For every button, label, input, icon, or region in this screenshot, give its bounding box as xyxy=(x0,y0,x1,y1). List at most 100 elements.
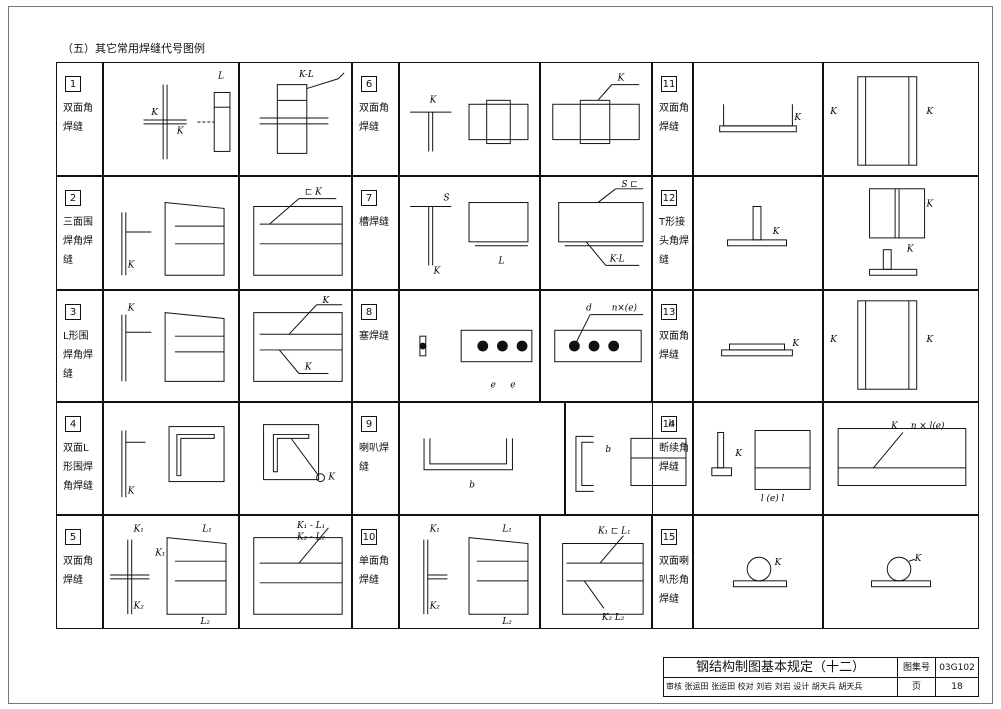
section-view: K xyxy=(399,62,540,176)
signature-row: 审核 张运田 张运田 校对 刘岩 刘岩 设计 胡天兵 胡天兵 xyxy=(664,678,898,696)
item-number: 6 xyxy=(361,76,377,92)
drawing-title: 钢结构制图基本规定（十二） xyxy=(664,658,898,678)
annotation-k: K xyxy=(829,335,838,345)
annotation-k: K xyxy=(433,266,442,276)
annotation-k: K xyxy=(327,473,336,483)
item-number: 10 xyxy=(361,529,377,545)
annotation-k: K xyxy=(127,260,136,270)
label-cell: 6 双面角焊缝 xyxy=(352,62,399,176)
item-number: 15 xyxy=(661,529,677,545)
plan-view: K xyxy=(239,402,352,515)
section-view: K₁ L₁ K₂ L₂ xyxy=(399,515,540,629)
annotation-k: K xyxy=(772,227,781,237)
item-name: 三面围焊角焊缝 xyxy=(63,217,93,266)
plan-view: K K xyxy=(823,62,979,176)
plan-view: K K xyxy=(239,290,352,402)
item-name: 双面角焊缝 xyxy=(63,556,93,586)
annotation-k: K xyxy=(791,339,800,349)
item-name: L形围焊角焊缝 xyxy=(63,331,93,380)
section-view: b xyxy=(399,402,565,515)
item-number: 9 xyxy=(361,416,377,432)
section-view: K₁ L₁ K₁ K₂ L₂ xyxy=(103,515,239,629)
label-cell: 2 三面围焊角焊缝 xyxy=(56,176,103,290)
annotation-k: K xyxy=(926,199,935,209)
label-cell: 15 双面喇叭形角焊缝 xyxy=(652,515,693,629)
annotation-k2l2: K₂ - L₂ xyxy=(296,533,326,543)
annotation-k: K xyxy=(890,422,899,432)
item-number: 7 xyxy=(361,190,377,206)
item-number: 1 xyxy=(65,76,81,92)
item-number: 3 xyxy=(65,304,81,320)
annotation-b: b xyxy=(605,445,611,455)
item-number: 12 xyxy=(661,190,677,206)
plan-view: K₁ ⊏ L₁ K₂ L₂ xyxy=(540,515,652,629)
annotation-k: K xyxy=(127,486,136,496)
section-view: K xyxy=(693,515,823,629)
section-view: K xyxy=(693,290,823,402)
item-name: 双面角焊缝 xyxy=(659,103,689,133)
annotation-nxe: n×(e) xyxy=(612,303,638,314)
annotation-k: K xyxy=(914,554,923,564)
item-number: 5 xyxy=(65,529,81,545)
plan-view: K K xyxy=(823,176,979,290)
title-block: 钢结构制图基本规定（十二） 图集号 03G102 审核 张运田 张运田 校对 刘… xyxy=(663,657,979,697)
annotation-k: K xyxy=(906,245,915,255)
atlas-number: 03G102 xyxy=(936,658,978,678)
item-name: 断续角焊缝 xyxy=(659,443,689,473)
item-name: T形接头角焊缝 xyxy=(659,217,689,266)
section-view: K xyxy=(693,176,823,290)
annotation-kl: K-L xyxy=(298,70,314,80)
label-cell: 10 单面角焊缝 xyxy=(352,515,399,629)
atlas-label: 图集号 xyxy=(898,658,936,678)
annotation-k: K xyxy=(322,296,331,306)
label-cell: 4 双面L形围焊角焊缝 xyxy=(56,402,103,515)
annotation-k1: K₁ xyxy=(429,525,440,535)
annotation-b: b xyxy=(668,420,674,430)
section-view: K l (e) l xyxy=(693,402,823,515)
section-view: K K L xyxy=(103,62,239,176)
plan-view: S ⊏ K-L xyxy=(540,176,652,290)
annotation-k1: K₁ xyxy=(133,525,144,535)
annotation-l: L xyxy=(217,72,224,82)
annotation-k: K xyxy=(793,113,802,123)
annotation-k: K xyxy=(774,558,783,568)
annotation-k: K xyxy=(926,335,935,345)
plan-view: K-L xyxy=(239,62,352,176)
label-cell: 8 塞焊缝 xyxy=(352,290,399,402)
item-number: 13 xyxy=(661,304,677,320)
annotation-k2l2b: K₂ L₂ xyxy=(601,613,625,623)
label-cell: 9 喇叭焊缝 xyxy=(352,402,399,515)
page-number: 18 xyxy=(951,682,963,692)
label-cell: 11 双面角焊缝 xyxy=(652,62,693,176)
annotation-nxle: n × l(e) xyxy=(911,421,945,432)
section-view: S K L xyxy=(399,176,540,290)
item-name: 槽焊缝 xyxy=(359,217,389,228)
page-label: 页 xyxy=(898,678,936,696)
item-name: 双面喇叭形角焊缝 xyxy=(659,556,689,605)
item-number: 14 xyxy=(661,416,677,432)
item-number: 11 xyxy=(661,76,677,92)
label-cell: 5 双面角焊缝 xyxy=(56,515,103,629)
item-name: 双面角焊缝 xyxy=(659,331,689,361)
section-view: K xyxy=(103,402,239,515)
annotation-l1: L₁ xyxy=(201,525,211,535)
plan-view: K K xyxy=(823,290,979,402)
item-name: 塞焊缝 xyxy=(359,331,389,342)
item-name: 双面角焊缝 xyxy=(359,103,389,133)
section-view: K xyxy=(103,176,239,290)
annotation-e: e xyxy=(510,380,515,390)
annotation-k: K xyxy=(304,363,313,373)
label-cell: 12 T形接头角焊缝 xyxy=(652,176,693,290)
weld-symbol-table: 1 双面角焊缝 K K L K-L 6 双面角焊缝 K xyxy=(56,62,979,629)
annotation-kl: K-L xyxy=(609,254,625,264)
item-name: 双面L形围焊角焊缝 xyxy=(63,443,93,492)
annotation-k: K xyxy=(127,304,136,314)
section-view: K xyxy=(693,62,823,176)
section-view: e e xyxy=(399,290,540,402)
item-number: 4 xyxy=(65,416,81,432)
annotation-ck: ⊏ K xyxy=(305,188,323,198)
item-number: 8 xyxy=(361,304,377,320)
plan-view: K n × l(e) xyxy=(823,402,979,515)
label-cell: 3 L形围焊角焊缝 xyxy=(56,290,103,402)
annotation-k1l1b: K₁ ⊏ L₁ xyxy=(597,527,631,537)
